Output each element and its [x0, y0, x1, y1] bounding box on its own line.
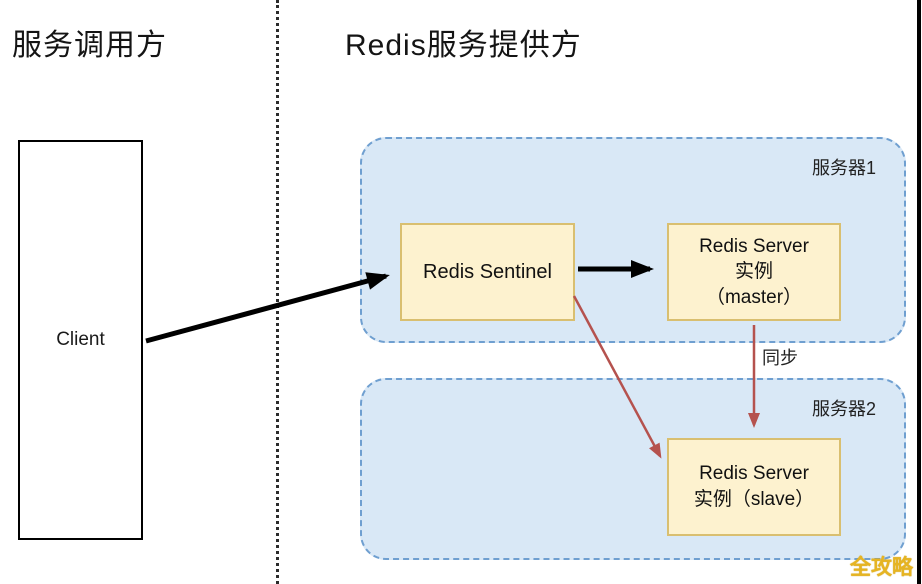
redis-slave-label-line2: 实例（slave） — [693, 489, 815, 510]
server1-label: 服务器1 — [811, 158, 876, 178]
section-divider-dotted-line — [276, 0, 279, 584]
watermark-text: 全攻略 — [850, 556, 913, 579]
right-edge-line — [917, 0, 921, 584]
right-section-heading: Redis服务提供方 — [345, 29, 582, 62]
sync-arrow-label: 同步 — [762, 348, 798, 368]
redis-master-label-line1: Redis Server — [699, 235, 809, 257]
redis-master-node: Redis Server 实例 （master） — [667, 223, 841, 321]
redis-sentinel-node: Redis Sentinel — [400, 223, 575, 321]
server2-label: 服务器2 — [811, 399, 876, 419]
redis-slave-label-line1: Redis Server — [699, 463, 809, 485]
left-section-heading: 服务调用方 — [12, 29, 167, 62]
redis-master-label-line3: （master） — [705, 286, 803, 308]
client-to-sentinel-arrow — [145, 272, 390, 344]
redis-slave-node: Redis Server 实例（slave） — [667, 438, 841, 536]
client-label: Client — [56, 329, 105, 350]
redis-sentinel-label: Redis Sentinel — [423, 260, 552, 283]
client-node: Client — [18, 140, 143, 540]
redis-master-label-line2: 实例 — [734, 261, 773, 283]
